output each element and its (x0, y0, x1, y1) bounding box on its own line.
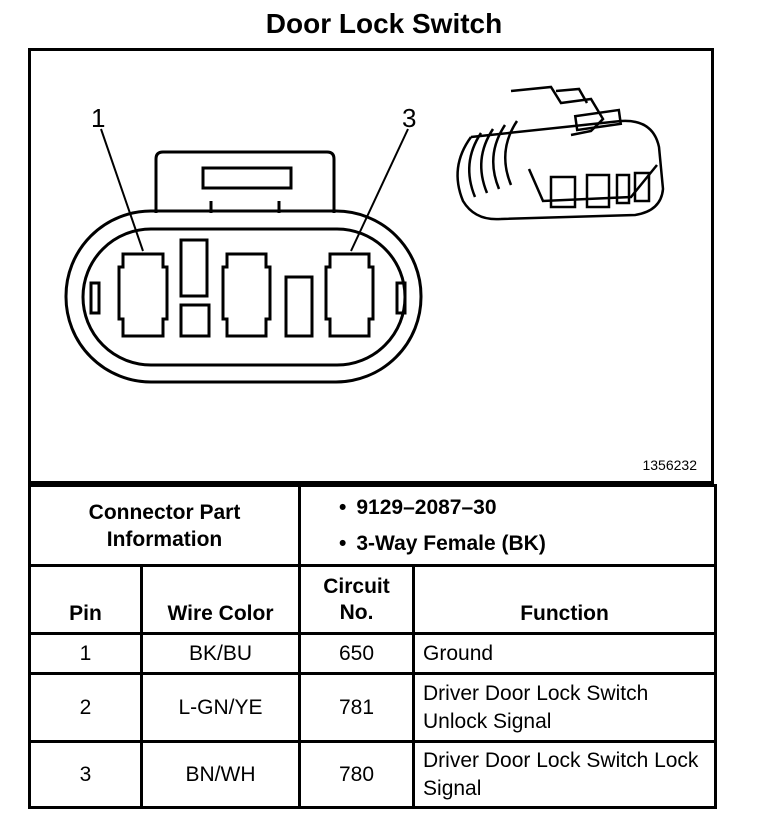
pin-cell: 1 (28, 632, 143, 675)
connector-pinout-table: Connector Part Information 9129–2087–30 … (27, 484, 718, 809)
connector-part-details: 9129–2087–30 3-Way Female (BK) (298, 484, 718, 567)
connector-3d-view (456, 85, 665, 221)
table-row: 1 BK/BU 650 Ground (28, 632, 718, 675)
table-header-row: Pin Wire Color Circuit No. Function (28, 564, 718, 635)
connector-illustration-frame: 1 3 1356232 (28, 48, 714, 484)
pin-3-callout: 3 (402, 103, 416, 133)
table-row: 3 BN/WH 780 Driver Door Lock Switch Lock… (28, 740, 718, 809)
table-row: 2 L-GN/YE 781 Driver Door Lock Switch Un… (28, 672, 718, 743)
circuit-no-cell: 780 (298, 740, 416, 809)
wire-color-cell: BK/BU (139, 632, 302, 675)
pin-cell: 3 (28, 740, 143, 809)
function-cell: Driver Door Lock Switch Unlock Signal (412, 672, 718, 743)
pin-1-callout: 1 (91, 103, 105, 133)
wire-color-cell: BN/WH (139, 740, 302, 809)
header-pin: Pin (28, 564, 143, 635)
circuit-no-cell: 781 (298, 672, 416, 743)
function-cell: Driver Door Lock Switch Lock Signal (412, 740, 718, 809)
part-number: 9129–2087–30 (339, 490, 706, 526)
connector-type: 3-Way Female (BK) (339, 526, 706, 562)
page-title: Door Lock Switch (265, 8, 503, 39)
header-wire-color: Wire Color (139, 564, 302, 635)
connector-part-label: Connector Part Information (27, 484, 302, 567)
function-cell: Ground (412, 632, 718, 675)
figure-number: 1356232 (642, 457, 697, 473)
header-function: Function (412, 564, 718, 635)
circuit-no-cell: 650 (298, 632, 416, 675)
connector-face-drawing: 1 3 (64, 85, 665, 384)
pin-cell: 2 (28, 672, 143, 743)
connector-part-row: Connector Part Information 9129–2087–30 … (27, 484, 718, 567)
header-circuit-no: Circuit No. (298, 564, 416, 635)
wire-color-cell: L-GN/YE (139, 672, 302, 743)
